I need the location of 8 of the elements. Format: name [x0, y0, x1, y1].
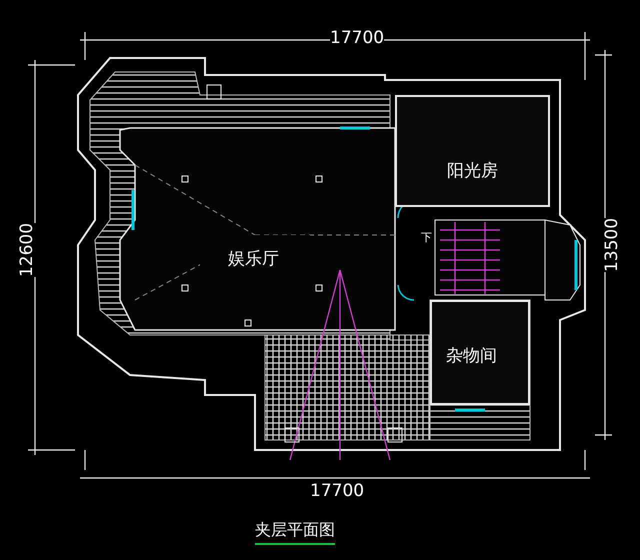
stair-direction-text: 下 — [421, 230, 432, 245]
room-area — [430, 300, 530, 405]
room-name: 娱乐厅 — [228, 248, 279, 270]
room-name: 杂物间 — [446, 345, 497, 367]
room-name: 阳光房 — [447, 160, 498, 182]
room-area — [395, 95, 550, 207]
dimension-text: 12600 — [17, 222, 38, 278]
drawing-caption: 夹层平面图 — [255, 520, 335, 545]
